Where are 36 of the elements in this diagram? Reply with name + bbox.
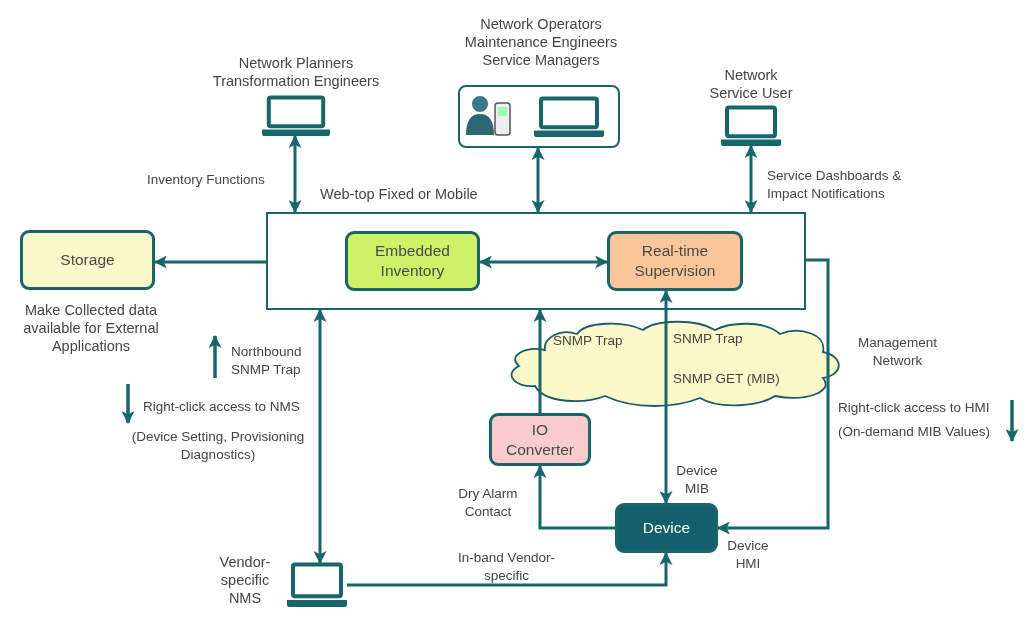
user-role-heading: Network Service User xyxy=(708,66,794,102)
arrow xyxy=(659,289,673,505)
note-text: SNMP GET (MIB) xyxy=(673,370,781,388)
edge-label: SNMP Trap xyxy=(553,332,624,350)
note-text: SNMP Trap xyxy=(673,330,744,348)
arrow xyxy=(288,134,302,214)
arrow xyxy=(716,258,830,535)
edge-label: Service Dashboards & Impact Notifications xyxy=(767,167,903,203)
user-role-heading: Network Planners Transformation Engineers xyxy=(211,54,381,90)
user-role-heading: Vendor-specific NMS xyxy=(218,553,272,607)
arrow xyxy=(153,255,266,269)
arrow xyxy=(533,308,547,413)
note-text: Northbound SNMP Trap xyxy=(231,343,303,379)
edge-label: Inventory Functions xyxy=(147,171,266,189)
process-box: Embedded Inventory xyxy=(345,231,480,291)
note-text: (On-demand MIB Values) xyxy=(838,423,992,441)
note-text: Right-click access to HMI xyxy=(838,399,991,417)
panel-heading: Web-top Fixed or Mobile xyxy=(320,185,479,203)
arrow xyxy=(744,144,758,214)
edge-label: Device MIB xyxy=(675,462,719,498)
user-role-heading: Network Operators Maintenance Engineers Service Managers xyxy=(463,15,619,69)
arrow xyxy=(313,308,327,565)
device-box: Device xyxy=(615,503,718,553)
arrow xyxy=(347,551,673,587)
node-caption: Make Collected data available for External Applications xyxy=(22,301,160,355)
note-text: (Device Setting, Provisioning Diagnostics) xyxy=(130,428,306,464)
edge-label: In-band Vendor-specific xyxy=(458,549,555,585)
note-text: Right-click access to NMS xyxy=(143,398,301,416)
edge-label: Device HMI xyxy=(726,537,770,573)
arrow xyxy=(533,464,615,530)
edge-label: Dry Alarm Contact xyxy=(457,485,519,521)
process-box: IO Converter xyxy=(489,413,591,466)
process-box: Real-time Supervision xyxy=(607,231,743,291)
note-text: Management Network xyxy=(857,334,938,370)
arrow xyxy=(478,255,609,269)
arrow xyxy=(531,146,545,214)
